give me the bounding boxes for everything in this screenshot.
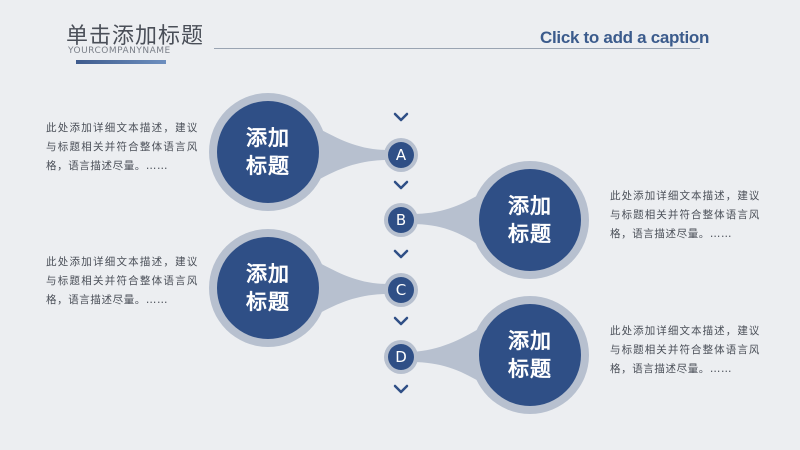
header-divider [214, 48, 700, 49]
page-title[interactable]: 单击添加标题 [66, 24, 205, 49]
chevron-down-icon [393, 316, 409, 326]
heading-c[interactable]: 添加 标题 [228, 260, 308, 316]
heading-d-line2: 标题 [508, 357, 552, 381]
caption-placeholder[interactable]: Click to add a caption [540, 28, 710, 47]
title-underline [76, 60, 166, 64]
heading-b-line2: 标题 [508, 222, 552, 246]
item-c-graphic [209, 229, 418, 347]
node-letter-d: D [395, 348, 407, 366]
heading-a-line1: 添加 [246, 126, 290, 150]
heading-b[interactable]: 添加 标题 [490, 192, 570, 248]
heading-c-line1: 添加 [246, 262, 290, 286]
heading-d[interactable]: 添加 标题 [490, 327, 570, 383]
company-name: YOURCOMPANYNAME [68, 46, 171, 56]
item-b-graphic [384, 161, 589, 279]
item-d-graphic [384, 296, 589, 414]
node-letter-c: C [395, 281, 407, 299]
chevron-down-icon [393, 180, 409, 190]
description-a[interactable]: 此处添加详细文本描述，建议与标题相关并符合整体语言风格，语言描述尽量。…… [46, 122, 198, 172]
chevron-down-icon [393, 112, 409, 122]
item-a-graphic [209, 93, 418, 211]
heading-c-line2: 标题 [246, 290, 290, 314]
description-b[interactable]: 此处添加详细文本描述，建议与标题相关并符合整体语言风格，语言描述尽量。…… [610, 190, 760, 240]
heading-a-line2: 标题 [246, 154, 290, 178]
description-c[interactable]: 此处添加详细文本描述，建议与标题相关并符合整体语言风格，语言描述尽量。…… [46, 256, 198, 306]
heading-b-line1: 添加 [508, 194, 552, 218]
heading-a[interactable]: 添加 标题 [228, 124, 308, 180]
description-d[interactable]: 此处添加详细文本描述，建议与标题相关并符合整体语言风格，语言描述尽量。…… [610, 325, 760, 375]
node-letter-a: A [395, 146, 407, 164]
chevron-down-icon [393, 384, 409, 394]
node-letter-b: B [395, 211, 407, 229]
chevron-down-icon [393, 249, 409, 259]
heading-d-line1: 添加 [508, 329, 552, 353]
